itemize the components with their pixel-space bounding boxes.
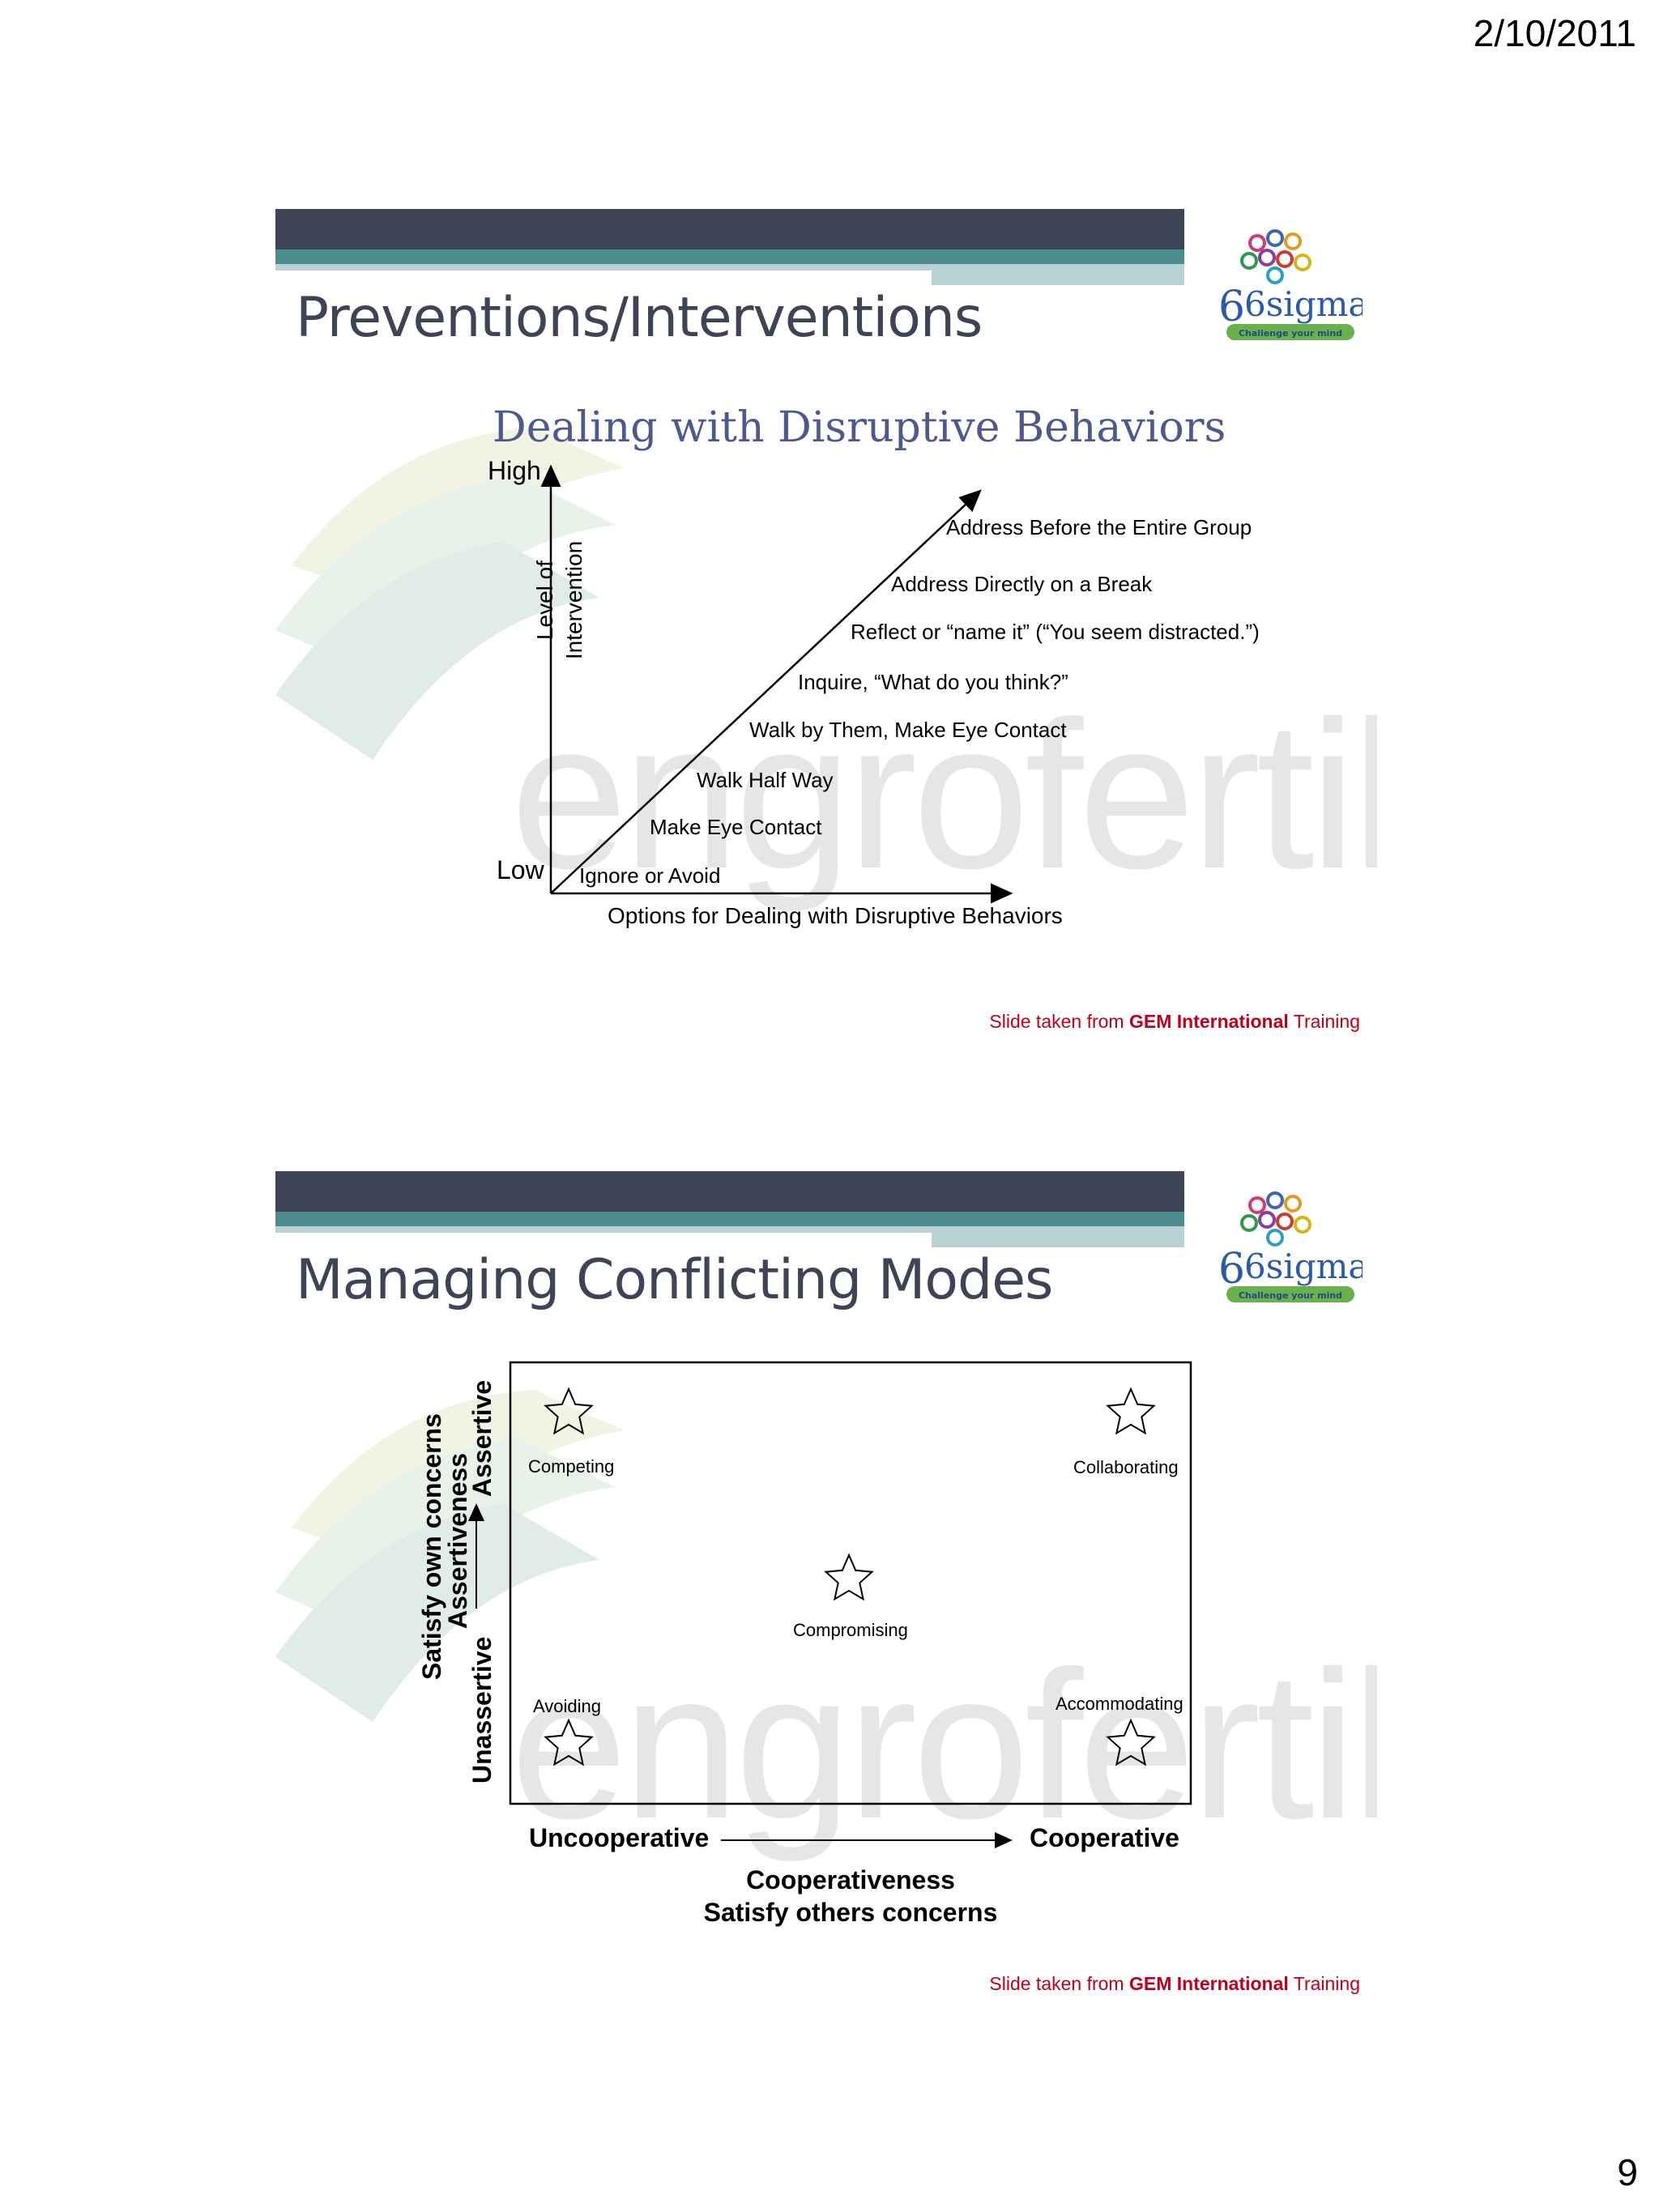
x-high-label: Cooperative <box>1030 1823 1179 1852</box>
logo-tagline: Challenge your mind <box>1239 1290 1342 1301</box>
header-bar-teal <box>275 249 1184 264</box>
step-label: Reflect or “name it” (“You seem distract… <box>851 620 1260 644</box>
step-label: Make Eye Contact <box>650 815 822 839</box>
mode-avoiding: Avoiding <box>533 1696 601 1716</box>
document-date: 2/10/2011 <box>1473 12 1636 54</box>
slide-credit: Slide taken from GEM International Train… <box>989 1973 1360 1994</box>
quadrant-frame <box>509 1361 1192 1805</box>
header-bar-light <box>932 1226 1184 1247</box>
logo-tagline: Challenge your mind <box>1239 328 1342 339</box>
sigma-logo: 6 6sigma Challenge your mind <box>1218 229 1363 340</box>
step-label: Address Directly on a Break <box>891 572 1153 596</box>
y-high-label: High <box>488 456 541 485</box>
slide-title: Managing Conflicting Modes <box>296 1248 1053 1312</box>
step-label: Inquire, “What do you think?” <box>798 670 1068 694</box>
y-low-label: Unassertive <box>467 1636 497 1784</box>
header-bar-light <box>932 264 1184 285</box>
intervention-chart <box>540 464 1013 904</box>
page-number: 9 <box>1617 2151 1638 2193</box>
step-label: Walk Half Way <box>697 768 834 792</box>
y-axis-label: Level of Intervention <box>532 540 586 660</box>
mode-accommodating: Accommodating <box>1056 1694 1183 1714</box>
watermark: engrofertiliz <box>510 1628 1377 1863</box>
slide-credit: Slide taken from GEM International Train… <box>989 1011 1360 1032</box>
svg-text:6: 6 <box>1218 1245 1245 1294</box>
conflict-modes-grid <box>468 1361 1192 1848</box>
step-label: Address Before the Entire Group <box>946 515 1252 539</box>
header-bar-light <box>275 264 932 271</box>
mode-compromising: Compromising <box>793 1620 908 1640</box>
header-bar-light <box>275 1226 932 1233</box>
y-low-label: Low <box>497 855 544 884</box>
mode-competing: Competing <box>528 1456 615 1477</box>
mode-collaborating: Collaborating <box>1073 1457 1179 1477</box>
x-axis-label: Options for Dealing with Disruptive Beha… <box>608 903 1063 928</box>
star-icon <box>544 1718 594 1767</box>
slide-conflict-modes: engrofertiliz Managing Conflicting Modes… <box>275 1171 1389 2005</box>
star-icon <box>544 1387 594 1435</box>
logo-text: 6sigma <box>1244 284 1363 324</box>
star-icon <box>824 1553 874 1601</box>
x-axis-sublabel: Satisfy others concerns <box>703 1898 998 1927</box>
star-icon <box>1106 1387 1156 1435</box>
header-bar-dark <box>275 209 1184 249</box>
y-axis-sublabel: Satisfy own concerns <box>417 1413 446 1680</box>
svg-text:6: 6 <box>1218 283 1245 331</box>
header-bar-teal <box>275 1212 1184 1226</box>
star-icon <box>1106 1718 1156 1767</box>
x-axis-label: Cooperativeness <box>746 1865 955 1894</box>
sigma-logo: 6 6sigma Challenge your mind <box>1218 1191 1363 1302</box>
x-low-label: Uncooperative <box>529 1823 710 1852</box>
slide-title: Preventions/Interventions <box>296 286 983 350</box>
header-bar-dark <box>275 1171 1184 1212</box>
logo-text: 6sigma <box>1244 1247 1363 1286</box>
chart-title: Dealing with Disruptive Behaviors <box>493 403 1226 452</box>
slide-preventions: engrofertiliz Preventions/Interventions … <box>275 209 1389 1043</box>
intervention-diagonal <box>550 489 982 894</box>
step-label: Ignore or Avoid <box>579 863 721 888</box>
step-label: Walk by Them, Make Eye Contact <box>749 718 1067 742</box>
y-axis-label: Assertiveness <box>443 1452 472 1629</box>
